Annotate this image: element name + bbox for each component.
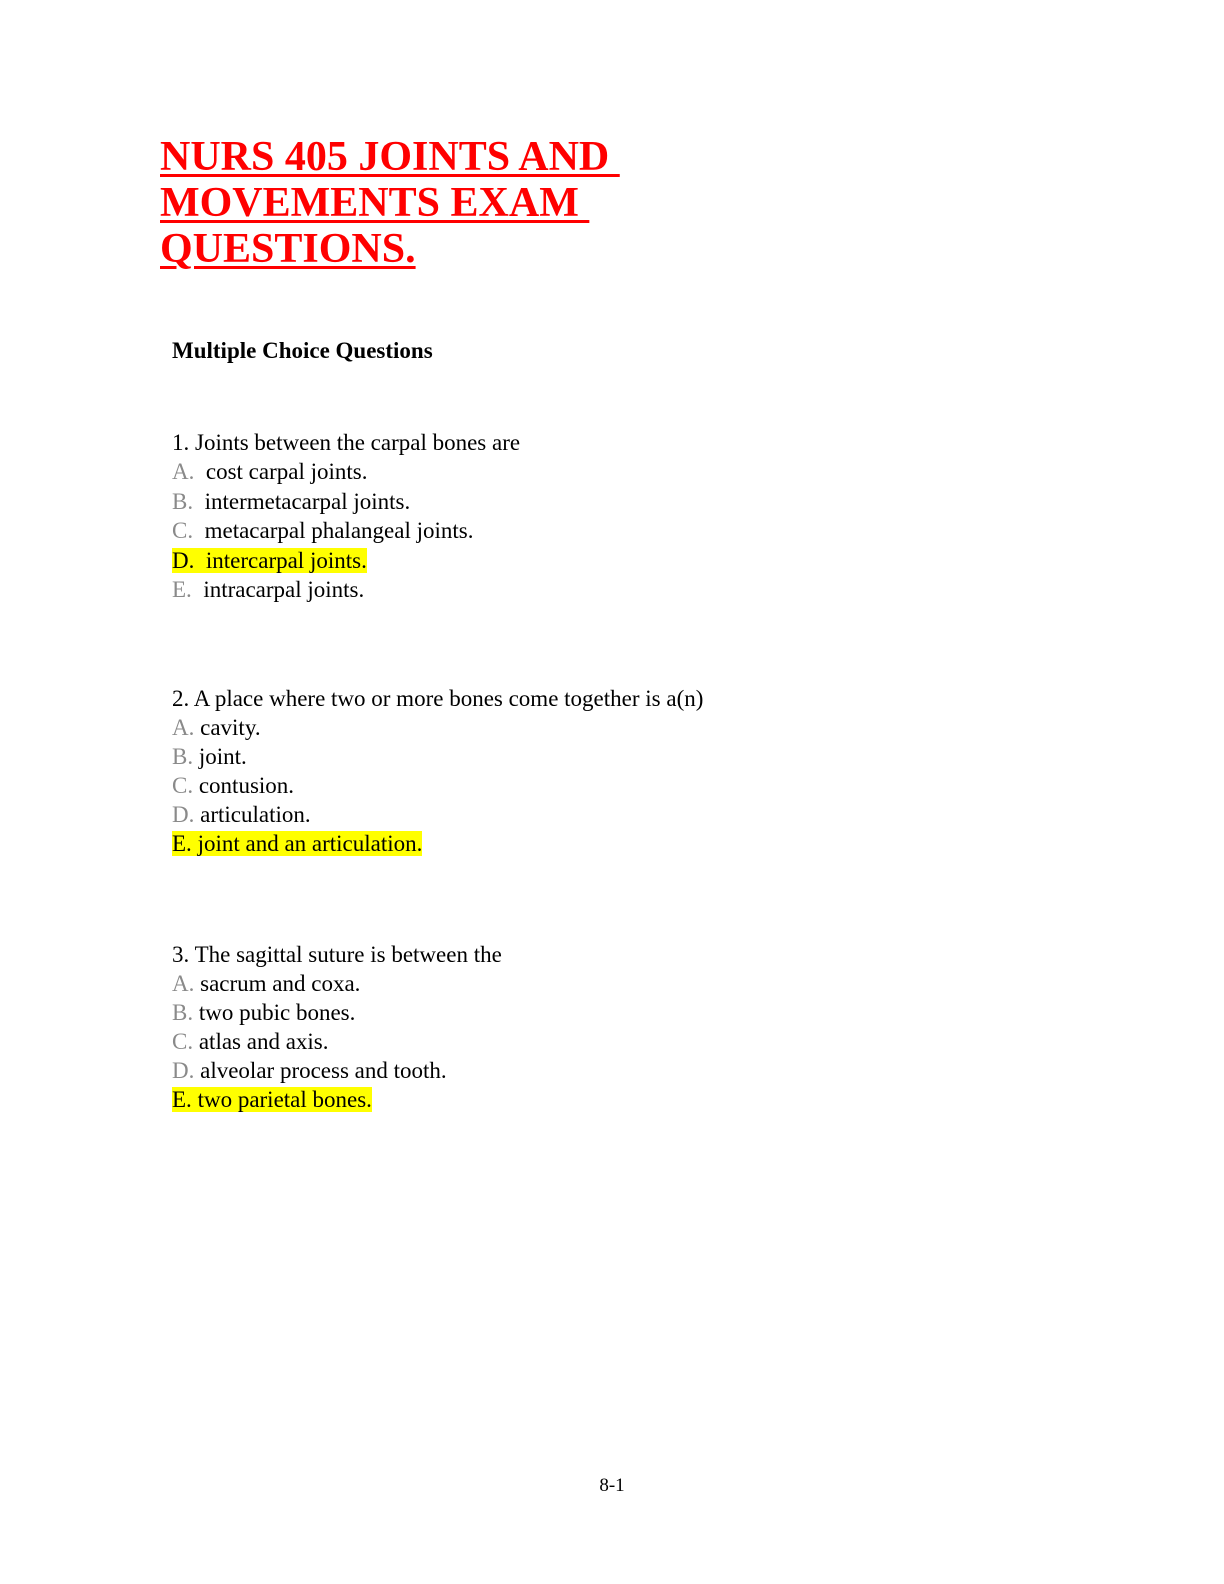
answer-option-c: C. atlas and axis. (172, 1029, 329, 1054)
question-1: 1. Joints between the carpal bones are A… (172, 428, 520, 605)
question-3: 3. The sagittal suture is between the A.… (172, 940, 502, 1114)
title-line-1: NURS 405 JOINTS AND (160, 134, 620, 180)
answer-option-c: C. metacarpal phalangeal joints. (172, 518, 474, 543)
answer-option-b: B. intermetacarpal joints. (172, 488, 411, 514)
answer-option-d: D. articulation. (172, 802, 311, 827)
answer-option-a: A. cavity. (172, 715, 261, 740)
section-heading: Multiple Choice Questions (172, 338, 433, 363)
question-2: 2. A place where two or more bones come … (172, 684, 703, 858)
answer-option-d-highlighted: D. intercarpal joints. (172, 547, 367, 573)
answer-option-a: A. cost carpal joints. (172, 459, 368, 484)
title-line-2: MOVEMENTS EXAM (160, 180, 590, 226)
question-stem: 2. A place where two or more bones come … (172, 686, 704, 711)
question-stem: 1. Joints between the carpal bones are (172, 430, 521, 455)
title-line-3: QUESTIONS. (160, 226, 416, 272)
answer-option-a: A. sacrum and coxa. (172, 971, 361, 996)
answer-option-c: C. contusion. (172, 773, 295, 798)
answer-option-e-highlighted: E. two parietal bones. (172, 1087, 372, 1112)
document-title: NURS 405 JOINTS AND MOVEMENTS EXAM QUEST… (160, 134, 680, 272)
question-stem: 3. The sagittal suture is between the (172, 942, 502, 967)
answer-option-e-highlighted: E. joint and an articulation. (172, 831, 423, 856)
answer-option-b: B. two pubic bones. (172, 1000, 356, 1025)
answer-option-d: D. alveolar process and tooth. (172, 1058, 447, 1083)
answer-option-b: B. joint. (172, 744, 247, 769)
page-number: 8-1 (599, 1475, 625, 1496)
answer-option-e: E. intracarpal joints. (172, 577, 365, 602)
